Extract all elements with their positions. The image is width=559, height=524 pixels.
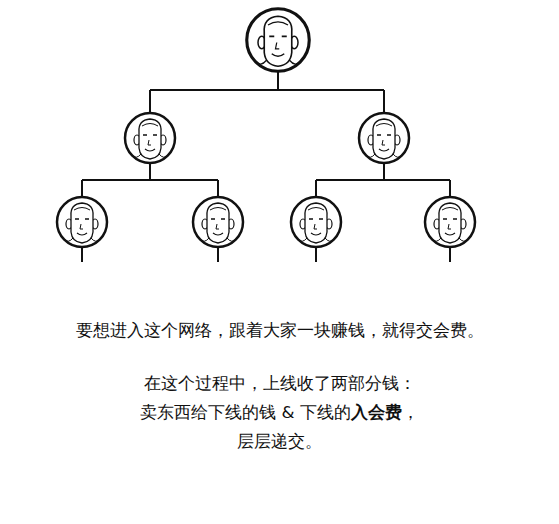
face bbox=[57, 197, 107, 247]
top-face bbox=[247, 9, 310, 72]
face bbox=[291, 197, 341, 247]
face bbox=[193, 197, 243, 247]
tree-illustration bbox=[0, 0, 559, 300]
caption-line: 卖东西给下线的钱 & 下线的入会费， bbox=[0, 402, 559, 424]
caption-line: 层层递交。 bbox=[0, 431, 559, 453]
face bbox=[359, 113, 409, 163]
caption-line: 在这个过程中，上线收了两部分钱： bbox=[0, 373, 559, 395]
face bbox=[425, 197, 475, 247]
caption-line: 要想进入这个网络，跟着大家一块赚钱，就得交会费。 bbox=[0, 320, 559, 342]
face bbox=[125, 113, 175, 163]
tree-lines bbox=[82, 72, 450, 262]
